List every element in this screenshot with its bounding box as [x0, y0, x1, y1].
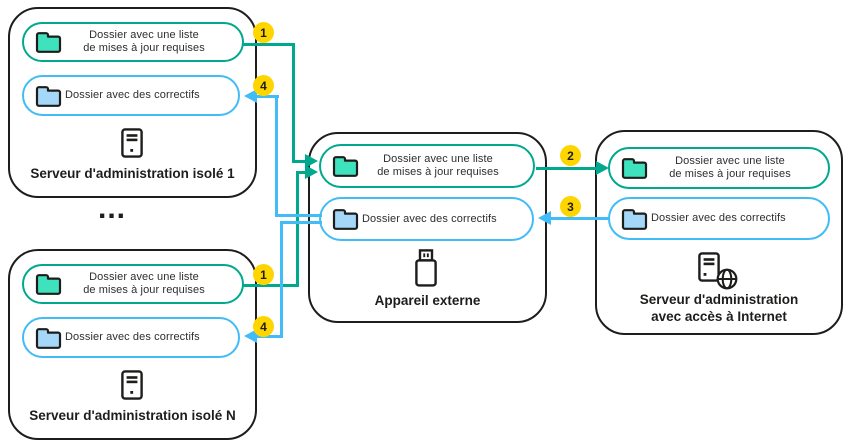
step-badge-1-top: 1 — [253, 22, 274, 43]
node-label-internet: Serveur d'administration avec accès à In… — [639, 292, 799, 324]
step-badge-4-top: 4 — [253, 75, 274, 96]
updates-folder-pill: Dossier avec une liste de mises à jour r… — [22, 264, 244, 304]
step4-bottom-line-v — [280, 221, 283, 338]
usb-stick-icon — [415, 249, 437, 287]
patches-folder-pill: Dossier avec des correctifs — [22, 75, 240, 116]
step-number: 4 — [260, 78, 267, 93]
patches-folder-pill: Dossier avec des correctifs — [22, 317, 240, 358]
folder-icon — [621, 158, 648, 179]
folder-icon — [35, 327, 62, 349]
updates-folder-label: Dossier avec une liste de mises à jour r… — [83, 271, 205, 296]
patches-folder-label: Dossier avec des correctifs — [362, 212, 497, 225]
step-badge-4-bottom: 4 — [253, 316, 274, 337]
more-servers-ellipsis: ... — [97, 192, 126, 225]
node-isolated-server-n: Dossier avec une liste de mises à jour r… — [8, 249, 257, 440]
node-label-isolated-1: Serveur d'administration isolé 1 — [30, 166, 235, 181]
step1-bottom-line-h2 — [296, 171, 307, 174]
patches-folder-label: Dossier avec des correctifs — [65, 89, 200, 101]
step-badge-3: 3 — [560, 196, 581, 217]
folder-icon — [35, 85, 62, 107]
step-badge-1-bottom: 1 — [253, 264, 274, 285]
patches-folder-label: Dossier avec des correctifs — [65, 331, 200, 343]
patches-folder-pill: Dossier avec des correctifs — [608, 197, 830, 240]
node-label-isolated-n: Serveur d'administration isolé N — [29, 408, 236, 423]
server-with-globe-icon — [698, 252, 738, 290]
updates-folder-label: Dossier avec une liste de mises à jour r… — [83, 29, 205, 54]
node-isolated-server-1: Dossier avec une liste de mises à jour r… — [8, 7, 257, 198]
folder-icon — [332, 209, 359, 230]
folder-icon — [35, 274, 62, 295]
patches-folder-pill: Dossier avec des correctifs — [319, 197, 534, 241]
updates-folder-pill: Dossier avec une liste de mises à jour r… — [608, 147, 830, 189]
tower-server-icon — [121, 128, 143, 158]
updates-folder-pill: Dossier avec une liste de mises à jour r… — [22, 22, 244, 62]
step-number: 2 — [567, 148, 574, 163]
step-number: 4 — [260, 319, 267, 334]
node-label-external: Appareil externe — [374, 293, 481, 308]
step-number: 3 — [567, 199, 574, 214]
step4-top-line-v — [275, 95, 278, 217]
updates-folder-label: Dossier avec une liste de mises à jour r… — [377, 153, 499, 178]
step-badge-2: 2 — [560, 145, 581, 166]
folder-icon — [35, 32, 62, 53]
step4-top-line-h — [255, 95, 279, 98]
tower-server-icon — [121, 370, 143, 400]
folder-icon — [621, 208, 648, 230]
updates-folder-label: Dossier avec une liste de mises à jour r… — [669, 155, 791, 180]
step-number: 1 — [260, 267, 267, 282]
node-internet-server: Dossier avec une liste de mises à jour r… — [595, 130, 843, 335]
updates-folder-pill: Dossier avec une liste de mises à jour r… — [319, 144, 535, 188]
step1-bottom-line-v — [296, 172, 299, 287]
node-external-device: Dossier avec une liste de mises à jour r… — [308, 132, 547, 323]
patches-folder-label: Dossier avec des correctifs — [651, 212, 786, 224]
folder-icon — [332, 156, 359, 177]
step1-top-line-v — [292, 43, 295, 163]
step1-top-line-h2 — [292, 160, 306, 163]
step-number: 1 — [260, 25, 267, 40]
